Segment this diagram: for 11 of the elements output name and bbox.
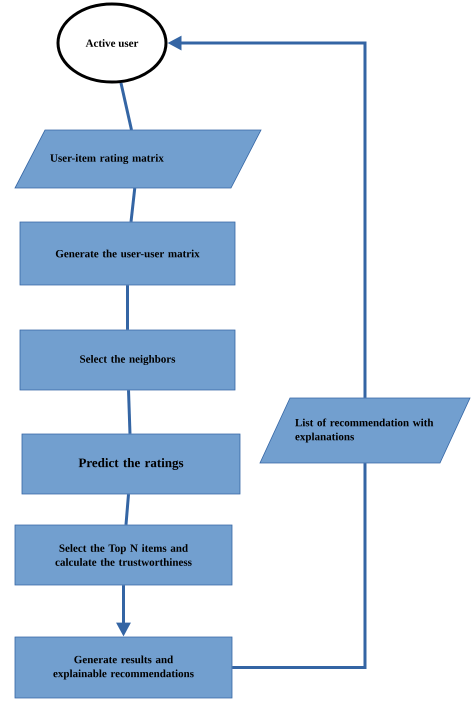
connector-line [127, 390, 132, 434]
process-box: Select the Top N items and calculate the trustworthiness [14, 524, 232, 586]
process-box: Predict the ratings [22, 434, 240, 494]
connector-line [232, 463, 366, 669]
process-box: Generate the user-user matrix [20, 222, 236, 286]
process-box: Select the neighbors [20, 330, 236, 390]
connector-line [126, 285, 129, 330]
connector-line [130, 188, 136, 222]
process-box: Generate results and explainable recommendations [14, 636, 232, 698]
connector-line [120, 82, 133, 130]
connector-line [124, 494, 130, 525]
